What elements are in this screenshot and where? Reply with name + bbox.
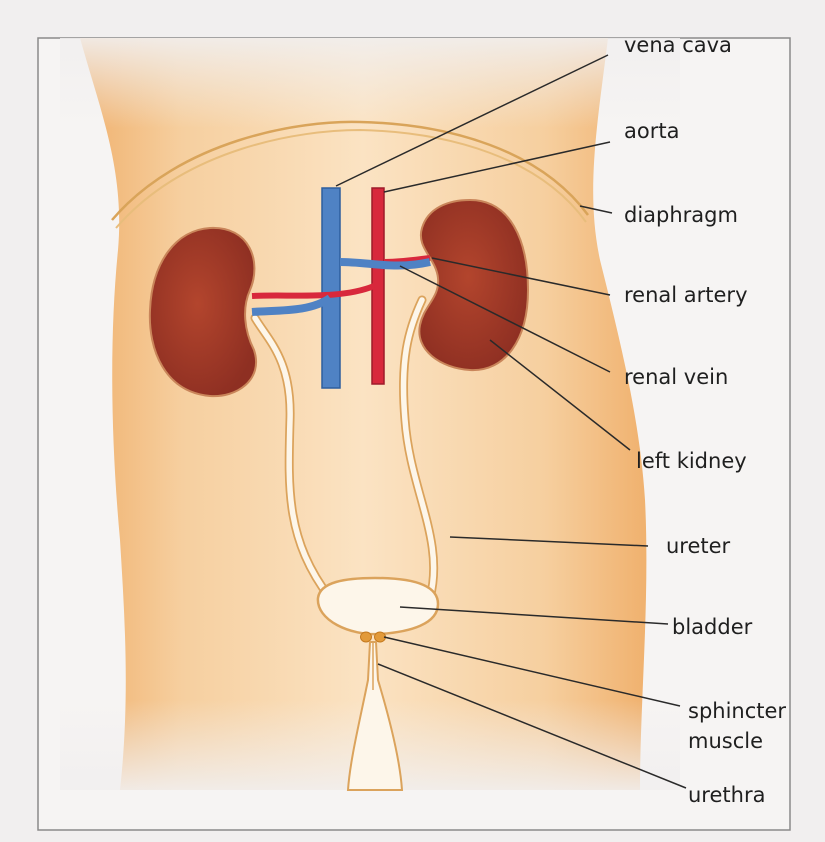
vena-cava	[322, 188, 340, 388]
label-diaphragm: diaphragm	[624, 203, 738, 227]
label-bladder: bladder	[672, 615, 753, 639]
label-sphincter-line1: sphincter	[688, 699, 786, 723]
label-sphincter-line2: muscle	[688, 729, 763, 753]
right-kidney	[150, 228, 256, 396]
label-renal-artery: renal artery	[624, 283, 748, 307]
sphincter-muscle-left	[361, 632, 372, 642]
label-ureter: ureter	[666, 534, 731, 558]
bladder-shape	[318, 578, 438, 634]
label-urethra: urethra	[688, 783, 765, 807]
label-left-kidney: left kidney	[636, 449, 747, 473]
label-vena-cava: vena cava	[624, 33, 732, 57]
renal-vein-left	[340, 262, 430, 266]
sphincter-muscle-right	[375, 632, 386, 642]
label-aorta: aorta	[624, 119, 679, 143]
label-renal-vein: renal vein	[624, 365, 728, 389]
